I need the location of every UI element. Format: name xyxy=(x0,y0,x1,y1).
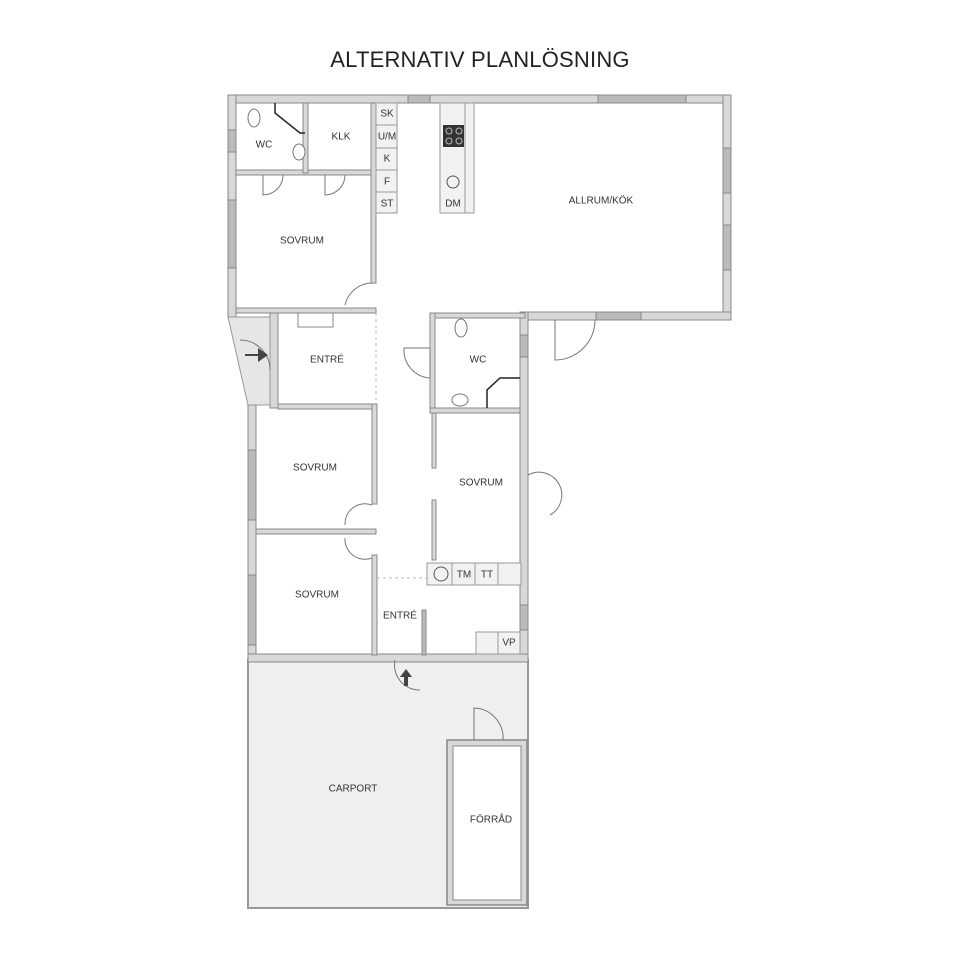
room-entre-left: ENTRÉ xyxy=(310,354,344,366)
room-sovrum-top: SOVRUM xyxy=(280,235,324,247)
room-sovrum-left2: SOVRUM xyxy=(295,589,339,601)
room-entre-bottom: ENTRÉ xyxy=(383,610,417,622)
room-wc-mid: WC xyxy=(469,354,487,366)
fixture-sk: SK xyxy=(380,108,394,120)
fixture-tm: TM xyxy=(456,569,472,581)
forrad-door xyxy=(473,707,504,741)
fixture-tt: TT xyxy=(480,569,494,581)
room-carport: CARPORT xyxy=(328,783,378,795)
room-wc-top: WC xyxy=(255,139,273,151)
fixture-k: K xyxy=(383,153,391,165)
forrad-room xyxy=(452,745,522,901)
fixture-st: ST xyxy=(380,198,394,210)
room-forrad: FÖRRÅD xyxy=(469,814,513,826)
fixture-dm: DM xyxy=(445,198,461,210)
room-sovrum-right: SOVRUM xyxy=(459,477,503,489)
fixture-vp: VP xyxy=(502,637,516,649)
room-klk: KLK xyxy=(331,131,351,143)
entrance-arrow-up-icon xyxy=(400,669,412,686)
plan-title: ALTERNATIV PLANLÖSNING xyxy=(330,47,630,72)
fixture-um: U/M xyxy=(377,131,397,143)
room-sovrum-left1: SOVRUM xyxy=(293,462,337,474)
room-allrum-kok: ALLRUM/KÖK xyxy=(568,195,634,207)
fixture-f: F xyxy=(383,176,391,188)
entrance-arrow-icon xyxy=(245,348,268,362)
